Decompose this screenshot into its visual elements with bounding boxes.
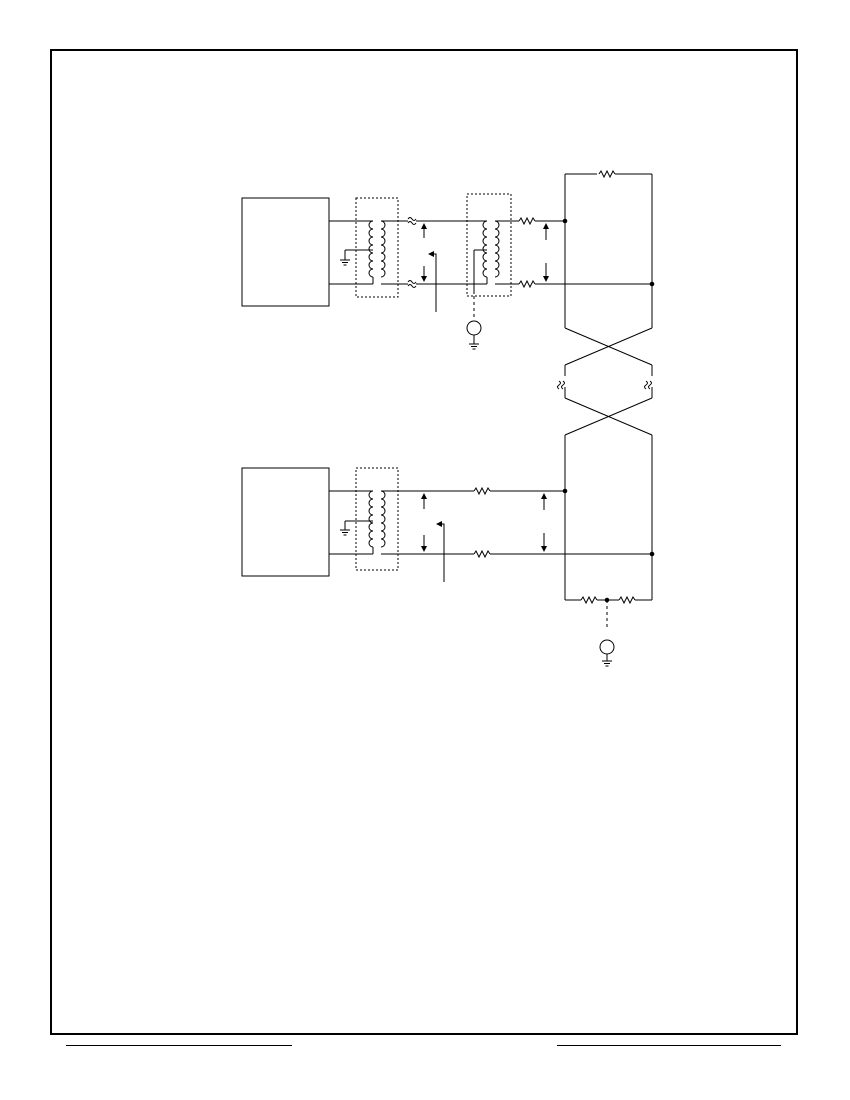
footer-rule-left bbox=[66, 1045, 292, 1046]
cable-break-symbol bbox=[407, 280, 417, 288]
lower-transformer bbox=[329, 490, 386, 555]
resistor bbox=[618, 596, 636, 604]
resistor bbox=[473, 487, 491, 495]
upper-transformer-2 bbox=[482, 220, 500, 285]
resistor bbox=[580, 596, 598, 604]
footer-rule-right bbox=[557, 1045, 781, 1046]
upper-transformer-2-tap bbox=[473, 249, 487, 320]
upper-block bbox=[241, 197, 330, 307]
resistor bbox=[518, 280, 536, 288]
current-arrow bbox=[439, 523, 445, 582]
upper-transformer-1 bbox=[329, 220, 386, 285]
upper-center-tap-ground bbox=[339, 249, 373, 266]
lower-circuit bbox=[241, 435, 655, 667]
upper-shield-2 bbox=[466, 193, 512, 297]
resistor bbox=[518, 217, 536, 225]
upper-circuit bbox=[241, 170, 655, 436]
resistor bbox=[473, 550, 491, 558]
page-border bbox=[50, 49, 798, 1035]
resistor bbox=[598, 170, 616, 178]
lower-signal-source-icon bbox=[599, 639, 615, 667]
current-arrow bbox=[431, 253, 437, 312]
upper-signal-source-icon bbox=[466, 320, 482, 350]
lower-center-tap-ground bbox=[339, 520, 373, 536]
lower-shield bbox=[355, 467, 399, 571]
upper-shield-1 bbox=[355, 197, 399, 298]
lower-block bbox=[241, 467, 330, 577]
cable-break-symbol bbox=[407, 217, 417, 225]
